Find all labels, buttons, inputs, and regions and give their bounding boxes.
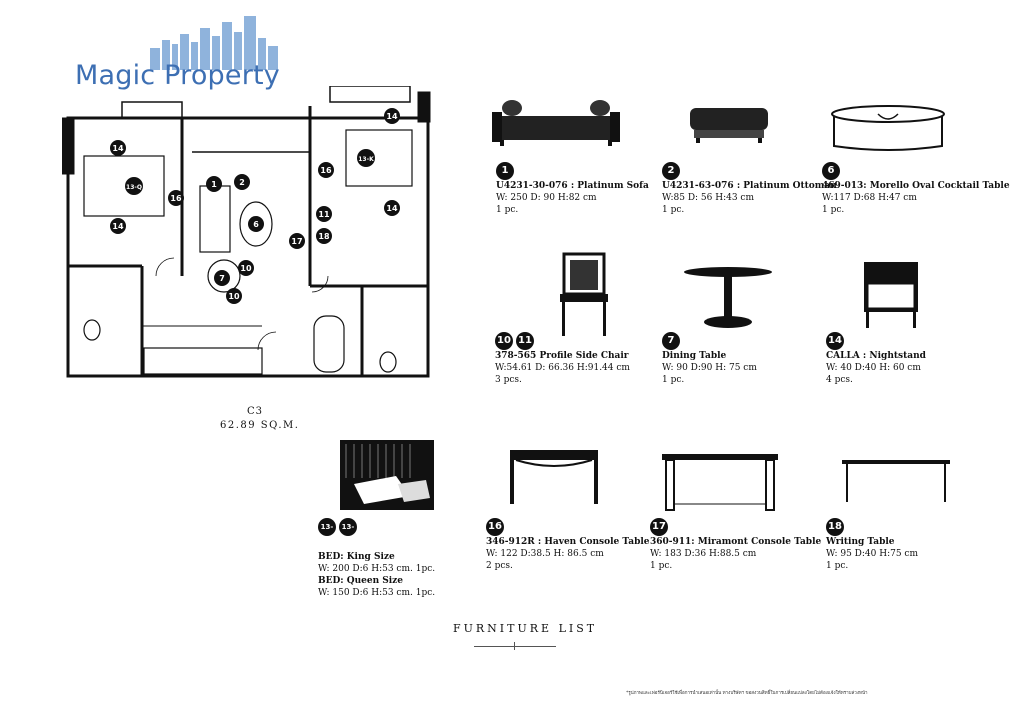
svg-text:17: 17: [291, 237, 302, 246]
svg-text:10: 10: [240, 264, 252, 273]
item-quantity: 1 pc.: [662, 205, 685, 215]
svg-text:16: 16: [170, 194, 182, 203]
skyline-logo-icon: [150, 16, 278, 70]
item-dimensions: W: 122 D:38.5 H: 86.5 cm: [486, 549, 604, 559]
item-dimensions-secondary: W: 150 D:6 H:53 cm. 1pc.: [318, 588, 436, 598]
item-name: U4231-30-076 : Platinum Sofa: [496, 181, 649, 191]
item-dimensions: W: 90 D:90 H: 75 cm: [662, 363, 757, 373]
furniture-item: 13-K13-Q BED: King Size W: 200 D:6 H:53 …: [318, 518, 435, 599]
svg-text:14: 14: [112, 144, 124, 153]
brand-name: Magic Property: [75, 60, 280, 91]
item-name: 469-013: Morello Oval Cocktail Table: [822, 181, 1010, 191]
item-quantity: 1 pc.: [826, 561, 849, 571]
furniture-item: 7 Dining Table W: 90 D:90 H: 75 cm 1 pc.: [662, 332, 757, 386]
svg-text:1: 1: [211, 180, 217, 189]
item-badge: 6: [822, 162, 840, 180]
item-name: BED: King Size: [318, 552, 395, 562]
svg-text:14: 14: [112, 222, 124, 231]
long-console-table-icon: [662, 454, 778, 511]
furniture-item: 1 U4231-30-076 : Platinum Sofa W: 250 D:…: [496, 162, 649, 216]
footer-title: FURNITURE LIST: [453, 622, 598, 635]
svg-text:13-Q: 13-Q: [126, 184, 142, 191]
item-dimensions: W:54.61 D: 66.36 H:91.44 cm: [495, 363, 630, 373]
item-quantity: 3 pcs.: [495, 375, 522, 385]
svg-text:6: 6: [253, 220, 259, 229]
furniture-item: 6 469-013: Morello Oval Cocktail Table W…: [822, 162, 1010, 216]
item-badge: 7: [662, 332, 680, 350]
unit-area: 62.89 SQ.M.: [220, 420, 300, 431]
item-badge: 16: [486, 518, 504, 536]
side-chair-icon: [560, 252, 608, 336]
furniture-item: 17 360-911: Miramont Console Table W: 18…: [650, 518, 821, 572]
item-name: Dining Table: [662, 351, 727, 361]
item-badge: 13-K: [318, 518, 336, 549]
item-dimensions: W:85 D: 56 H:43 cm: [662, 193, 755, 203]
item-name: CALLA : Nightstand: [826, 351, 926, 361]
svg-text:2: 2: [239, 178, 245, 187]
nightstand-icon: [864, 262, 918, 328]
item-quantity: 2 pcs.: [486, 561, 513, 571]
svg-text:16: 16: [320, 166, 332, 175]
item-badge: 14: [826, 332, 844, 350]
bed-icon: [340, 440, 434, 510]
furniture-item: 18 Writing Table W: 95 D:40 H:75 cm 1 pc…: [826, 518, 918, 572]
item-badge: 2: [662, 162, 680, 180]
item-quantity: 4 pcs.: [826, 375, 853, 385]
item-badge: 17: [650, 518, 668, 536]
svg-text:18: 18: [318, 232, 330, 241]
ottoman-icon: [690, 108, 768, 143]
footer-divider: [474, 646, 556, 647]
item-badge: 18: [826, 518, 844, 536]
svg-text:14: 14: [386, 112, 398, 121]
svg-text:7: 7: [219, 274, 225, 283]
writing-table-icon: [842, 460, 950, 502]
item-name-secondary: BED: Queen Size: [318, 576, 403, 586]
item-dimensions: W: 250 D: 90 H:82 cm: [496, 193, 597, 203]
item-name: U4231-63-076 : Platinum Ottoman: [662, 181, 837, 191]
svg-text:13-K: 13-K: [358, 156, 374, 163]
furniture-item: 14 CALLA : Nightstand W: 40 D:40 H: 60 c…: [826, 332, 926, 386]
oval-table-icon: [831, 105, 945, 151]
item-name: 360-911: Miramont Console Table: [650, 537, 822, 547]
disclaimer-text: *รูปภาพและเฟอร์นิเจอร์ใช้เพื่อการนำเสนอเ…: [626, 691, 868, 696]
furniture-item: 16 346-912R : Haven Console Table W: 122…: [486, 518, 650, 572]
dining-table-icon: [684, 267, 772, 328]
item-dimensions: W: 200 D:6 H:53 cm. 1pc.: [318, 564, 436, 574]
item-quantity: 1 pc.: [650, 561, 673, 571]
item-dimensions: W: 40 D:40 H: 60 cm: [826, 363, 921, 373]
item-dimensions: W:117 D:68 H:47 cm: [822, 193, 917, 203]
item-badge: 1: [496, 162, 514, 180]
furniture-item: 2 U4231-63-076 : Platinum Ottoman W:85 D…: [662, 162, 837, 216]
item-quantity: 1 pc.: [662, 375, 685, 385]
item-badge: 11: [516, 332, 534, 350]
svg-text:14: 14: [386, 204, 398, 213]
sofa-icon: [492, 100, 620, 146]
footer-divider-tick: [514, 642, 515, 650]
unit-code: C3: [247, 406, 264, 417]
item-badge: 10: [495, 332, 513, 350]
console-table-icon: [510, 450, 598, 504]
item-quantity: 1 pc.: [496, 205, 519, 215]
item-badge: 13-Q: [339, 518, 357, 549]
svg-text:11: 11: [318, 210, 330, 219]
item-dimensions: W: 183 D:36 H:88.5 cm: [650, 549, 757, 559]
item-name: 346-912R : Haven Console Table: [486, 537, 650, 547]
item-name: Writing Table: [826, 537, 895, 547]
item-quantity: 1 pc.: [822, 205, 845, 215]
item-name: 378-565 Profile Side Chair: [495, 351, 629, 361]
svg-text:10: 10: [228, 292, 240, 301]
item-dimensions: W: 95 D:40 H:75 cm: [826, 549, 919, 559]
